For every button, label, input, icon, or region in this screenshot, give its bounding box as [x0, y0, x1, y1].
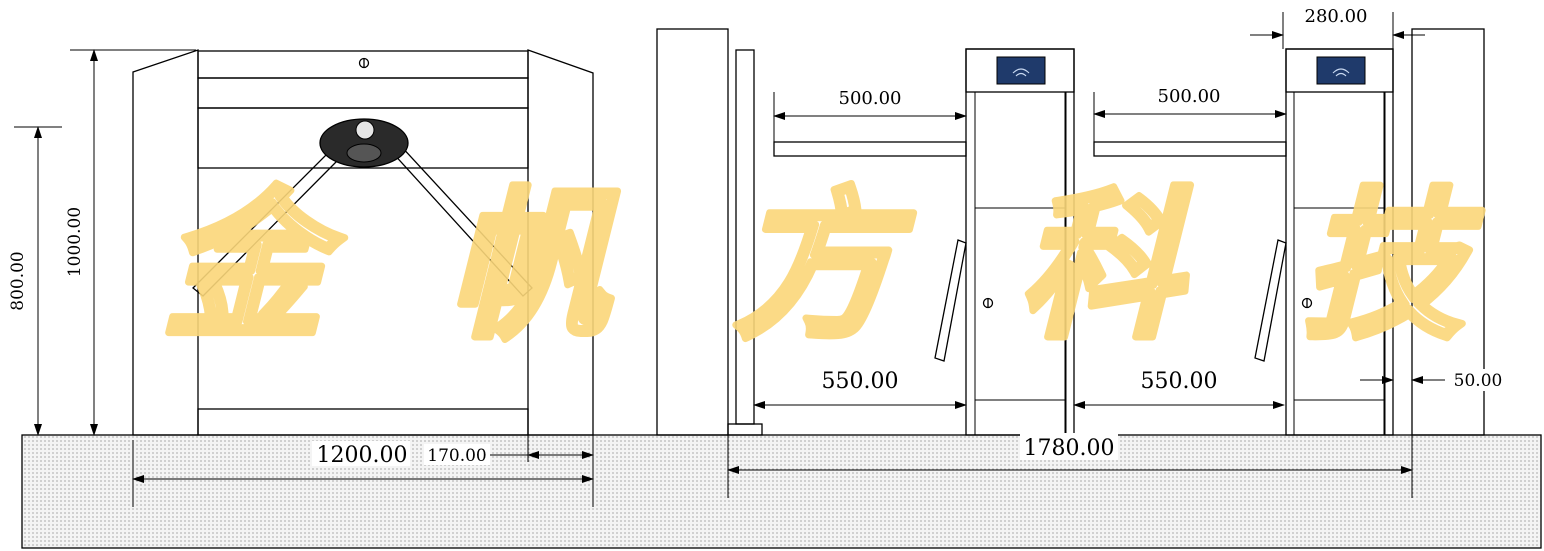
lock-icon	[982, 297, 994, 309]
watermark-char-5: 技	[1303, 173, 1483, 360]
dim-total-height: 1000.00	[65, 207, 85, 277]
arm-down-a	[934, 239, 967, 362]
dim-arm-height: 800.00	[8, 251, 28, 310]
dim-front-width: 1200.00	[317, 443, 408, 468]
dim-overall-length: 1780.00	[1024, 436, 1115, 461]
wall-pillar-left	[656, 28, 729, 436]
dim-passage-left: 550.00	[822, 369, 899, 394]
front-elevation: 1000.00 800.00 1200.00 170.00	[8, 49, 594, 507]
arm-horizontal-b	[1093, 141, 1287, 157]
dim-wall-gap: 50.00	[1454, 371, 1503, 391]
dim-side-panel: 170.00	[427, 446, 486, 466]
dim-arm-length-left: 500.00	[839, 88, 902, 109]
tripod-hub	[319, 118, 409, 168]
dim-arm-length-right: 500.00	[1158, 86, 1221, 107]
wall-pillar-right	[1411, 28, 1485, 436]
side-elevation: 500.00 500.00 280.00 550.00 550.00 50.00…	[656, 6, 1506, 498]
watermark-char-1: 金	[163, 173, 345, 360]
reader-housing-b	[1285, 48, 1394, 93]
watermark-char-3: 方	[734, 173, 914, 360]
reader-housing-a	[965, 48, 1075, 93]
dim-top-width: 280.00	[1305, 6, 1368, 27]
lock-icon	[1301, 297, 1313, 309]
watermark-char-2: 帆	[448, 173, 618, 360]
bottom-beam	[197, 408, 529, 436]
dim-passage-right: 550.00	[1141, 369, 1218, 394]
watermark-char-4: 科	[1020, 173, 1191, 360]
arm-horizontal-a	[773, 141, 967, 157]
watermark: 金 帆 方 科 技	[160, 170, 1487, 364]
guide-post-base	[727, 423, 763, 436]
floor-section	[21, 434, 1542, 549]
rfid-reader-icon	[1316, 56, 1366, 85]
arm-down-b	[1254, 239, 1287, 362]
lock-icon	[358, 57, 370, 69]
rfid-reader-icon	[996, 56, 1046, 85]
